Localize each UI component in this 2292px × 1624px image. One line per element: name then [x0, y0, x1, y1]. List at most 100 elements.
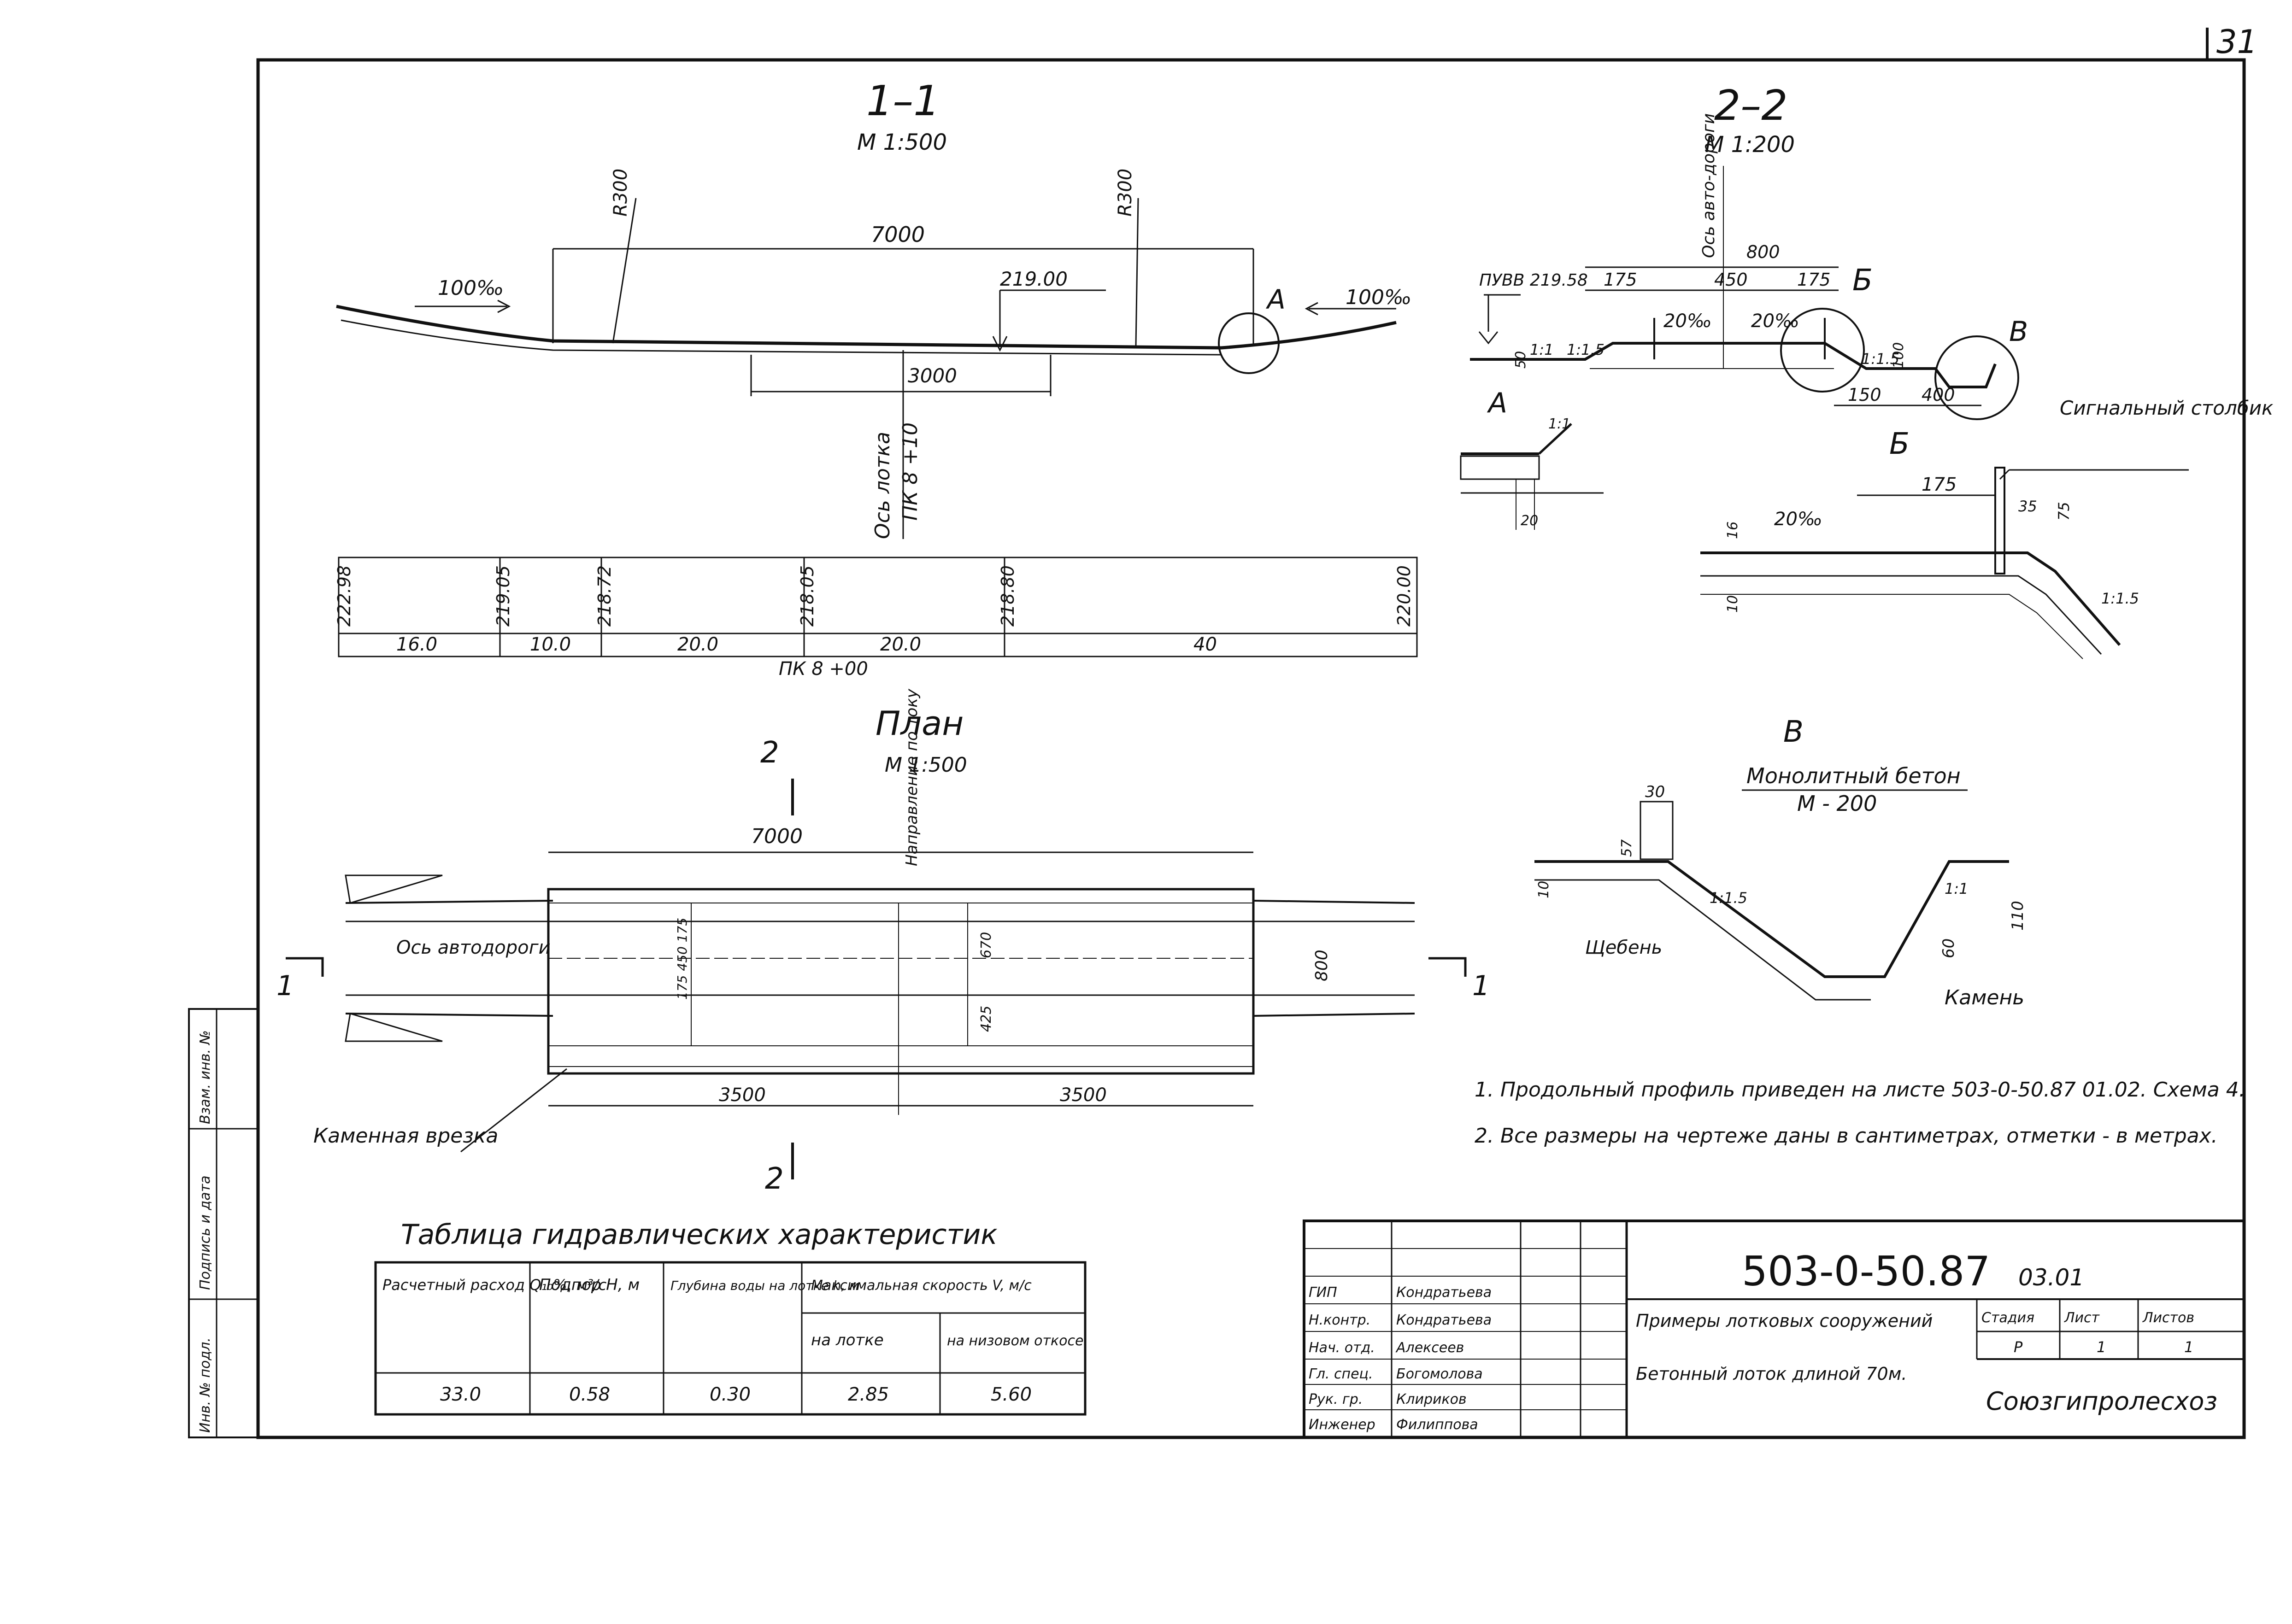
detail-b-title: Б	[1889, 427, 1910, 461]
hdr-stage: Стадия	[1981, 1310, 2034, 1326]
callout-b: Б	[1852, 264, 1873, 298]
puvv: ПУВВ 219.58	[1479, 271, 1588, 290]
name-2: Алексеев	[1395, 1340, 1464, 1356]
name-3: Богомолова	[1396, 1366, 1483, 1382]
val-v-outlet: 5.60	[991, 1384, 1032, 1405]
plan-dim-7000: 7000	[751, 825, 803, 848]
d10: 10	[1725, 595, 1741, 613]
section-1-1: 1–1 М 1:500 7000 R300 R300 3000 219.00 1…	[334, 77, 1418, 680]
hdr-v-tray: на лотке	[811, 1331, 884, 1349]
radius-right: R300	[1115, 169, 1136, 217]
d175: 175	[1922, 474, 1957, 495]
concrete-label: Монолитный бетон	[1746, 763, 1961, 788]
slope-15a: 1:1.5	[1567, 341, 1604, 358]
stamp-replace: Взам. инв. №	[197, 1030, 213, 1124]
callout-b-circle	[1780, 308, 1865, 393]
slope-20b: 20‰	[1751, 311, 1799, 332]
title-block: ГИП Кондратьева Н.контр. Кондратьева Нач…	[1303, 1219, 2245, 1439]
plan-title: План	[876, 704, 964, 743]
dv-d110: 110	[2009, 901, 2027, 931]
slope-left: 100‰	[438, 276, 504, 300]
concrete-grade: М - 200	[1797, 791, 1877, 816]
hdr-depth: Глубина воды на лотке h, м	[670, 1278, 859, 1293]
name-1: Кондратьева	[1396, 1312, 1492, 1328]
table-title: Таблица гидравлических характеристик	[401, 1219, 998, 1251]
flow-label: Направление по току	[903, 688, 921, 866]
road-axis-label: Ось авто-дороги	[1699, 113, 1718, 258]
hydraulic-table: Таблица гидравлических характеристик Рас…	[374, 1219, 1087, 1416]
stamp-inv: Инв. № подл.	[197, 1337, 213, 1433]
org-name: Союзгипролесхоз	[1986, 1387, 2217, 1416]
drawing-code: 503-0-50.87	[1742, 1248, 1990, 1295]
val-depth: 0.30	[710, 1384, 751, 1405]
dv-d30: 30	[1645, 783, 1665, 801]
name-5: Филиппова	[1396, 1417, 1478, 1433]
detail-v-profile	[1534, 860, 2009, 978]
plan-d425: 425	[978, 1006, 994, 1032]
hdr-v-outlet: на низовом откосе	[947, 1333, 1083, 1349]
detail-v-title: В	[1783, 715, 1804, 749]
val-stage: Р	[2014, 1338, 2023, 1356]
elev-3: 218.05	[797, 565, 817, 627]
role-2: Нач. отд.	[1309, 1340, 1375, 1356]
d100: 100	[1891, 342, 1907, 369]
role-1: Н.контр.	[1309, 1312, 1370, 1328]
axis-pk: ПК 8 +10	[899, 422, 922, 521]
role-5: Инженер	[1309, 1417, 1375, 1433]
plan-scale: М 1:500	[885, 753, 967, 777]
road-axis: Ось автодороги	[396, 937, 551, 958]
profile-table	[338, 557, 1418, 657]
project-name: Примеры лотковых сооружений	[1636, 1311, 1933, 1331]
hdr-sheet: Лист	[2064, 1310, 2100, 1326]
dist-3: 20.0	[880, 634, 921, 655]
sheet-frame	[256, 58, 2246, 1439]
section-2-2-scale: М 1:200	[1705, 132, 1795, 158]
dv-d60: 60	[1939, 938, 1958, 958]
hdr-q: Расчетный расход Q₁₀%, м³/с	[382, 1276, 607, 1294]
plan-view: План М 1:500 7000 Направление по току Ос…	[276, 688, 1490, 1196]
d75: 75	[2055, 502, 2073, 521]
dim-175b: 175	[1797, 270, 1831, 290]
longitudinal-profile-line	[336, 305, 1397, 350]
cross-section-line	[1470, 342, 1997, 388]
cut-1-left: 1	[276, 970, 294, 1002]
elev-4: 218.80	[998, 565, 1018, 627]
section-2-2: 2–2 М 1:200 Ось авто-дороги 800 175 450 …	[1470, 82, 2028, 420]
dim-3000: 3000	[908, 364, 957, 387]
hdr-h: Подпор H, м	[539, 1276, 640, 1294]
dim-7000: 7000	[871, 222, 925, 247]
left-headwall-bottom	[345, 1013, 443, 1042]
detail-b: Б Сигнальный столбик 175 35 75 20‰ 16 10…	[1700, 397, 2274, 659]
cut-1-right: 1	[1472, 970, 1490, 1002]
sheet-title: Бетонный лоток длиной 70м.	[1636, 1364, 1907, 1384]
note-1: 1. Продольный профиль приведен на листе …	[1475, 1078, 2245, 1102]
section-1-1-title: 1–1	[866, 77, 940, 125]
d150: 150	[1848, 385, 1881, 405]
cut-2-bottom: 2	[765, 1162, 784, 1196]
callout-v-circle	[1934, 335, 2019, 420]
val-q: 33.0	[440, 1384, 481, 1405]
notes: 1. Продольный профиль приведен на листе …	[1475, 1078, 2245, 1148]
slope-15b: 1:1.5	[1862, 350, 1899, 368]
callout-v: В	[2009, 316, 2028, 348]
axis-label: Ось лотка	[871, 432, 894, 539]
dv-d10: 10	[1536, 881, 1552, 898]
dim-800: 800	[1746, 242, 1780, 262]
val-h: 0.58	[569, 1384, 610, 1405]
detail-a-layer	[1460, 455, 1540, 480]
slope-right: 100‰	[1346, 286, 1411, 309]
val-sheet: 1	[2097, 1338, 2106, 1356]
elev-5: 220.00	[1394, 565, 1414, 627]
elev-2: 218.72	[594, 565, 615, 627]
stone-label: Каменная врезка	[313, 1124, 498, 1148]
side-stamp: Инв. № подл. Подпись и дата Взам. инв. №	[188, 1008, 259, 1438]
signal-post	[1994, 467, 2005, 575]
left-headwall-top	[345, 874, 443, 904]
drawing-code-suffix: 03.01	[2018, 1264, 2084, 1291]
name-0: Кондратьева	[1396, 1284, 1492, 1301]
val-sheets: 1	[2184, 1338, 2193, 1356]
detail-a: А 1:1 20	[1460, 387, 1604, 530]
dist-2: 20.0	[677, 634, 718, 655]
d50: 50	[1513, 351, 1529, 369]
plan-d800: 800	[1312, 950, 1331, 981]
